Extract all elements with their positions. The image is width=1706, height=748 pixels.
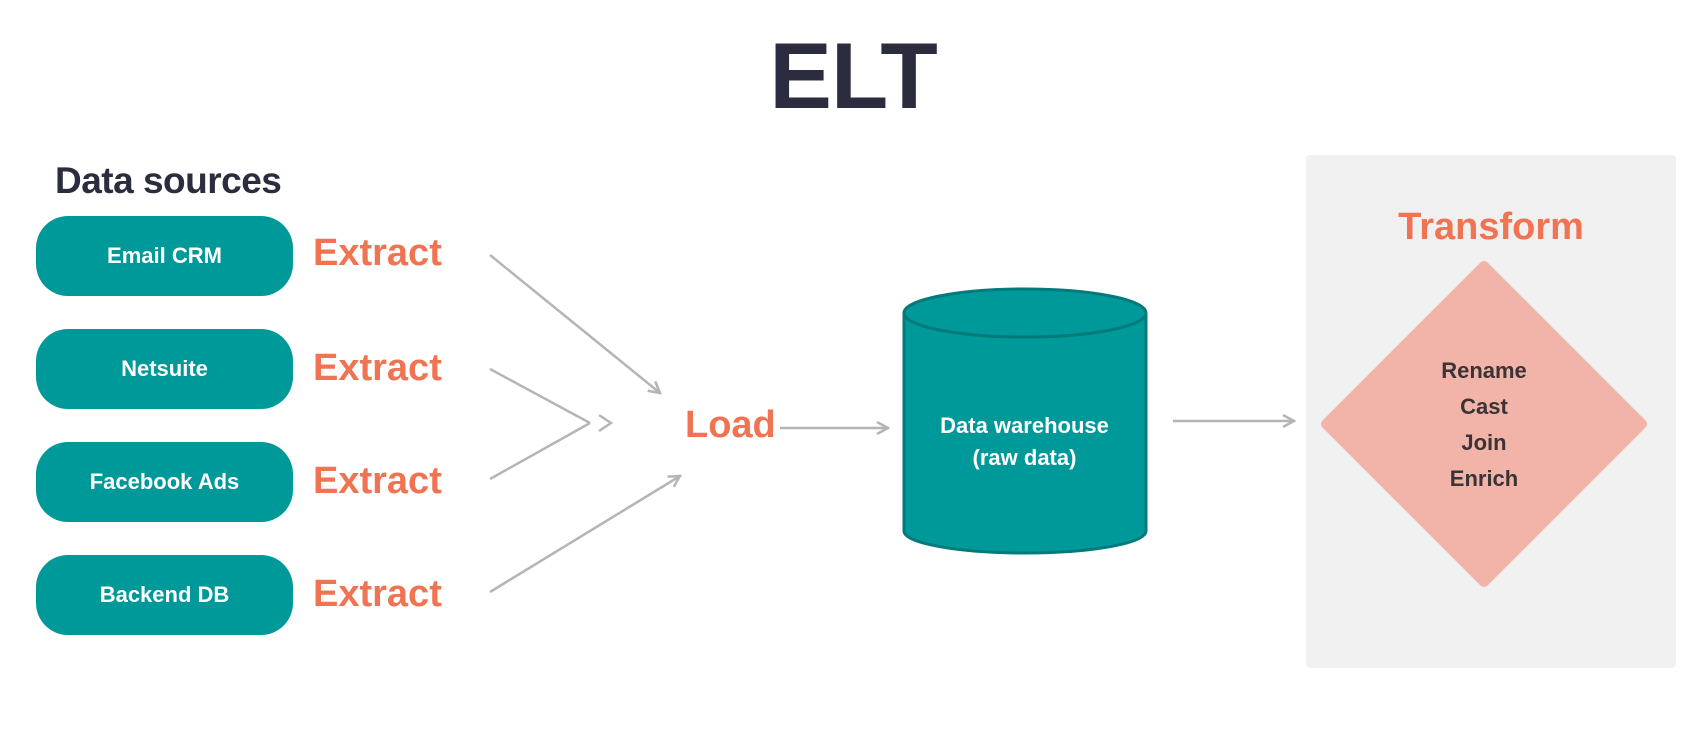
data-sources-heading: Data sources <box>55 160 282 201</box>
transform-steps-list: Rename Cast Join Enrich <box>1384 353 1584 497</box>
source-label: Facebook Ads <box>89 469 240 494</box>
extract-label: Extract <box>313 232 442 274</box>
source-backend-db: Backend DB <box>36 555 293 635</box>
source-label: Email CRM <box>107 243 222 268</box>
source-facebook-ads: Facebook Ads <box>36 442 293 522</box>
extract-arrow-email-crm <box>489 254 660 393</box>
source-label: Netsuite <box>121 356 208 381</box>
load-label: Load <box>685 404 776 446</box>
diagram-title: ELT <box>769 23 938 128</box>
warehouse-subtitle: (raw data) <box>972 445 1077 470</box>
transform-step-join: Join <box>1461 430 1507 455</box>
extract-label: Extract <box>313 573 442 615</box>
source-email-crm: Email CRM <box>36 216 293 296</box>
data-warehouse-cylinder <box>902 287 1148 555</box>
data-warehouse-label: Data warehouse (raw data) <box>903 410 1146 474</box>
transform-diamond <box>1321 261 1647 587</box>
transform-step-rename: Rename <box>1441 358 1527 383</box>
extract-arrow-merge <box>489 367 614 481</box>
warehouse-title: Data warehouse <box>940 413 1109 438</box>
transform-step-enrich: Enrich <box>1449 466 1519 491</box>
transform-step-cast: Cast <box>1460 394 1508 419</box>
source-label: Backend DB <box>99 582 230 607</box>
extract-label: Extract <box>313 460 442 502</box>
transform-heading: Transform <box>1398 206 1584 248</box>
extract-arrow-backend-db <box>489 476 680 594</box>
source-netsuite: Netsuite <box>36 329 293 409</box>
extract-label: Extract <box>313 347 442 389</box>
